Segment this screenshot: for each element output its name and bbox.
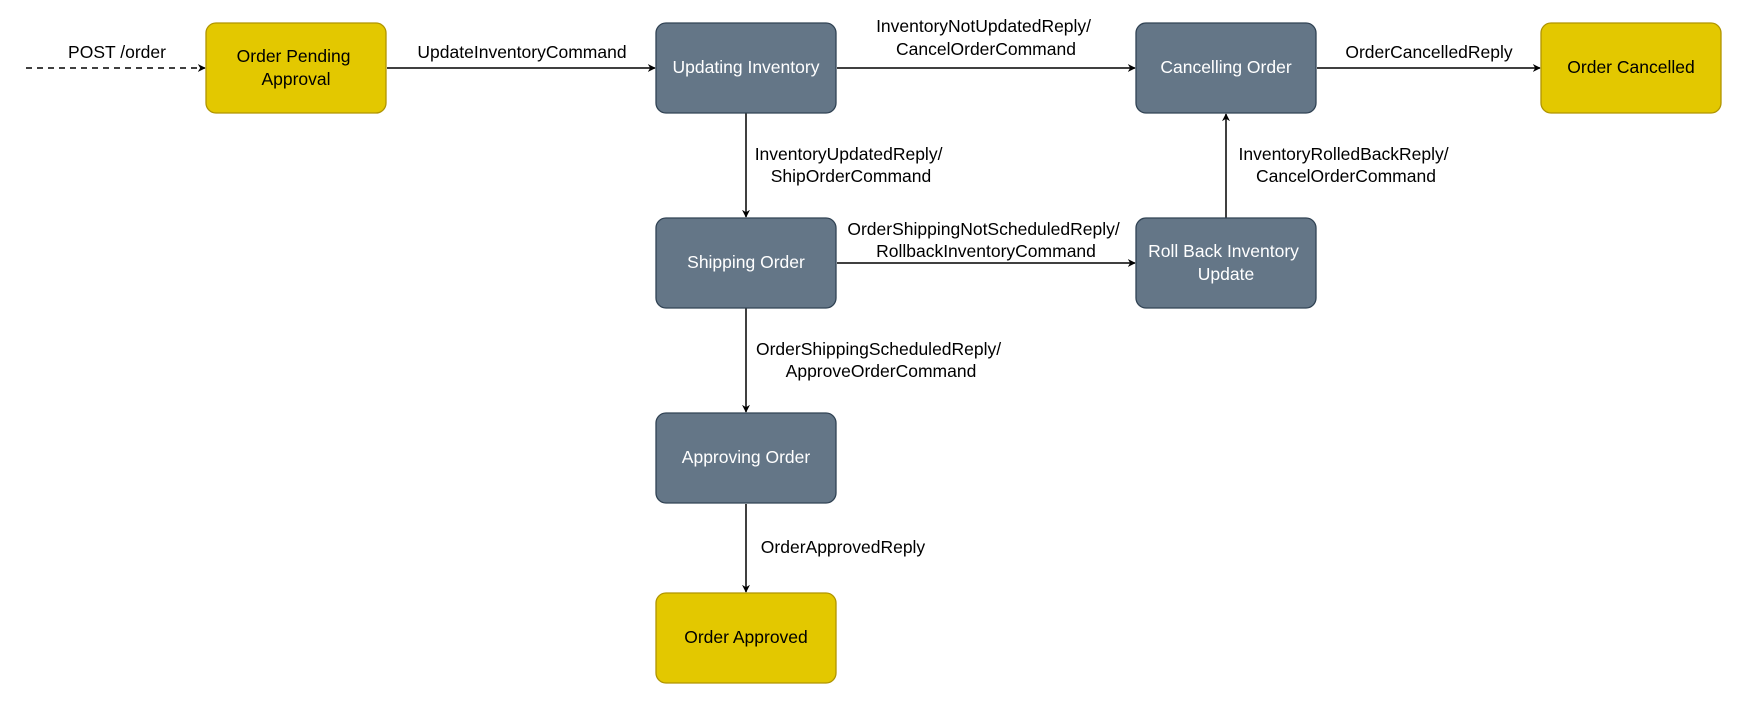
node-shipping-order: Shipping Order: [655, 217, 837, 309]
node-label-cancelling-order: Cancelling Order: [1160, 57, 1291, 77]
node-roll-back-inventory-update: Roll Back Inventory Update: [1135, 217, 1317, 309]
edge-order-cancelled-reply: OrderCancelledReply: [1317, 42, 1541, 72]
node-label-roll-back-inventory-update: Roll Back Inventory Update: [1148, 241, 1304, 284]
edge-order-approved-reply: OrderApprovedReply: [742, 504, 926, 593]
node-order-approved: Order Approved: [655, 592, 837, 684]
node-label-shipping-order: Shipping Order: [687, 252, 805, 272]
edge-shipping-scheduled: OrderShippingScheduledReply/ ApproveOrde…: [742, 308, 1006, 413]
node-order-pending-approval: Order Pending Approval: [205, 22, 387, 114]
edge-label-shipping-not-scheduled: OrderShippingNotScheduledReply/ Rollback…: [847, 219, 1124, 261]
edge-label-shipping-scheduled: OrderShippingScheduledReply/ ApproveOrde…: [756, 339, 1006, 381]
edge-label-update-inventory-command: UpdateInventoryCommand: [417, 42, 626, 62]
edge-label-order-cancelled-reply: OrderCancelledReply: [1345, 42, 1513, 62]
node-approving-order: Approving Order: [655, 412, 837, 504]
edge-inventory-not-updated: InventoryNotUpdatedReply/ CancelOrderCom…: [837, 16, 1136, 72]
edge-label-inventory-not-updated: InventoryNotUpdatedReply/ CancelOrderCom…: [876, 16, 1096, 59]
edge-shipping-not-scheduled: OrderShippingNotScheduledReply/ Rollback…: [837, 219, 1136, 267]
node-label-updating-inventory: Updating Inventory: [673, 57, 820, 77]
edge-label-inventory-rolled-back: InventoryRolledBackReply/ CancelOrderCom…: [1239, 144, 1454, 186]
edge-post-order: POST /order: [26, 42, 206, 72]
node-cancelling-order: Cancelling Order: [1135, 22, 1317, 114]
edge-update-inventory-command: UpdateInventoryCommand: [387, 42, 656, 72]
node-order-cancelled: Order Cancelled: [1540, 22, 1722, 114]
node-updating-inventory: Updating Inventory: [655, 22, 837, 114]
node-label-order-approved: Order Approved: [684, 627, 808, 647]
edge-inventory-rolled-back: InventoryRolledBackReply/ CancelOrderCom…: [1222, 113, 1454, 218]
node-label-approving-order: Approving Order: [682, 447, 811, 467]
node-label-order-pending-approval: Order Pending Approval: [237, 46, 356, 89]
edge-inventory-updated: InventoryUpdatedReply/ ShipOrderCommand: [742, 113, 948, 218]
edge-label-inventory-updated: InventoryUpdatedReply/ ShipOrderCommand: [755, 144, 948, 186]
edge-label-order-approved-reply: OrderApprovedReply: [761, 537, 926, 557]
node-label-order-cancelled: Order Cancelled: [1567, 57, 1694, 77]
edge-label-post-order: POST /order: [68, 42, 166, 62]
